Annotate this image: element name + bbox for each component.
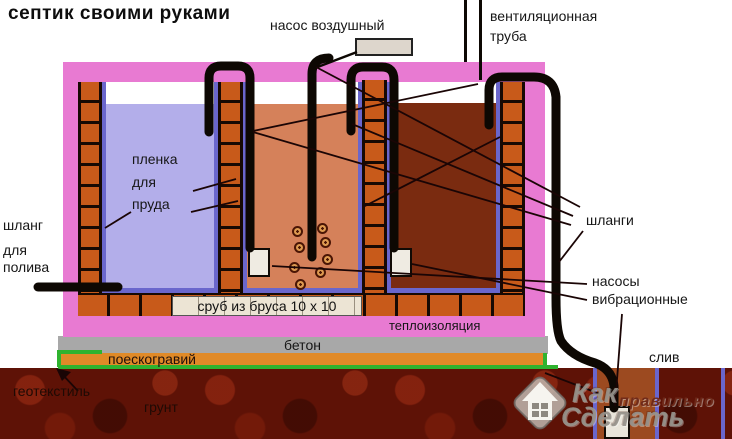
- timber-frame-label: сруб из бруса 10 х 10: [197, 298, 337, 314]
- geotextile-line-left: [57, 350, 61, 367]
- geotextile-line-top: [57, 350, 102, 354]
- watermark-word1: Как: [572, 378, 618, 408]
- watermark-word2: правильно: [619, 393, 715, 410]
- house-logo-icon: [513, 376, 567, 430]
- insulation-label: теплоизоляция: [389, 318, 481, 333]
- drain-label: слив: [649, 349, 680, 365]
- bubble: [315, 267, 326, 278]
- bubble: [292, 226, 303, 237]
- bubble: [295, 279, 306, 290]
- chamber3-airgap: [391, 82, 496, 104]
- brick-wall-1: [78, 82, 102, 293]
- pumps-label-line1: насосы: [592, 273, 640, 289]
- vent-pipe-label-line1: вентиляционная: [490, 8, 598, 24]
- drain-pit-wall-far: [721, 368, 725, 439]
- brick-wall-3: [362, 80, 387, 293]
- pond-liner-label-line1: пленка: [132, 151, 178, 167]
- bubble: [289, 262, 300, 273]
- bubble: [317, 223, 328, 234]
- leader-hoses-4: [558, 230, 584, 263]
- vent-pipe-right-line: [479, 0, 482, 80]
- geotextile-line-bottom: [58, 365, 558, 369]
- chamber2-airgap: [247, 82, 358, 104]
- sand-gravel-layer: [58, 353, 545, 366]
- pumps-label-line2: вибрационные: [592, 291, 688, 307]
- vent-pipe-label-line2: труба: [490, 28, 527, 44]
- pond-liner-label-line2: для: [132, 174, 156, 190]
- geotextile-line-right: [543, 353, 547, 366]
- hoses-label: шланги: [586, 212, 634, 228]
- pond-liner-label-line3: пруда: [132, 196, 170, 212]
- liner-ch1-bottom: [102, 288, 218, 293]
- brick-wall-2: [218, 82, 243, 293]
- bubble: [320, 237, 331, 248]
- chamber1-airgap: [106, 82, 214, 104]
- liner-ch2-left: [243, 82, 247, 293]
- vent-pipe-left-line: [464, 0, 467, 62]
- concrete-layer: [58, 336, 548, 354]
- page-title: септик своими руками: [8, 3, 231, 24]
- concrete-label: бетон: [284, 337, 321, 353]
- watering-hose-label-line1: шланг: [3, 217, 44, 233]
- liner-ch1-left: [102, 82, 106, 293]
- geotextile-label: геотекстиль: [13, 383, 91, 399]
- chamber1-water: [106, 104, 214, 288]
- brick-wall-4: [500, 82, 525, 293]
- soil-label: грунт: [144, 399, 178, 415]
- bubble: [294, 242, 305, 253]
- timber-frame-band: сруб из бруса 10 х 10: [172, 296, 362, 316]
- bubble: [322, 254, 333, 265]
- vibration-pump-chamber3: [390, 248, 412, 277]
- liner-ch2-bottom: [243, 288, 362, 293]
- watering-hose-label-line3: полива: [3, 259, 50, 275]
- vibration-pump-chamber2: [248, 248, 270, 277]
- drain-pit-wall-right: [655, 368, 659, 439]
- air-pump-label: насос воздушный: [270, 17, 385, 33]
- watermark-word3: Сделать: [561, 402, 685, 432]
- air-pump-box: [355, 38, 413, 56]
- watering-hose-label-line2: для: [3, 242, 27, 258]
- sand-gravel-label: поескогравий: [108, 351, 196, 367]
